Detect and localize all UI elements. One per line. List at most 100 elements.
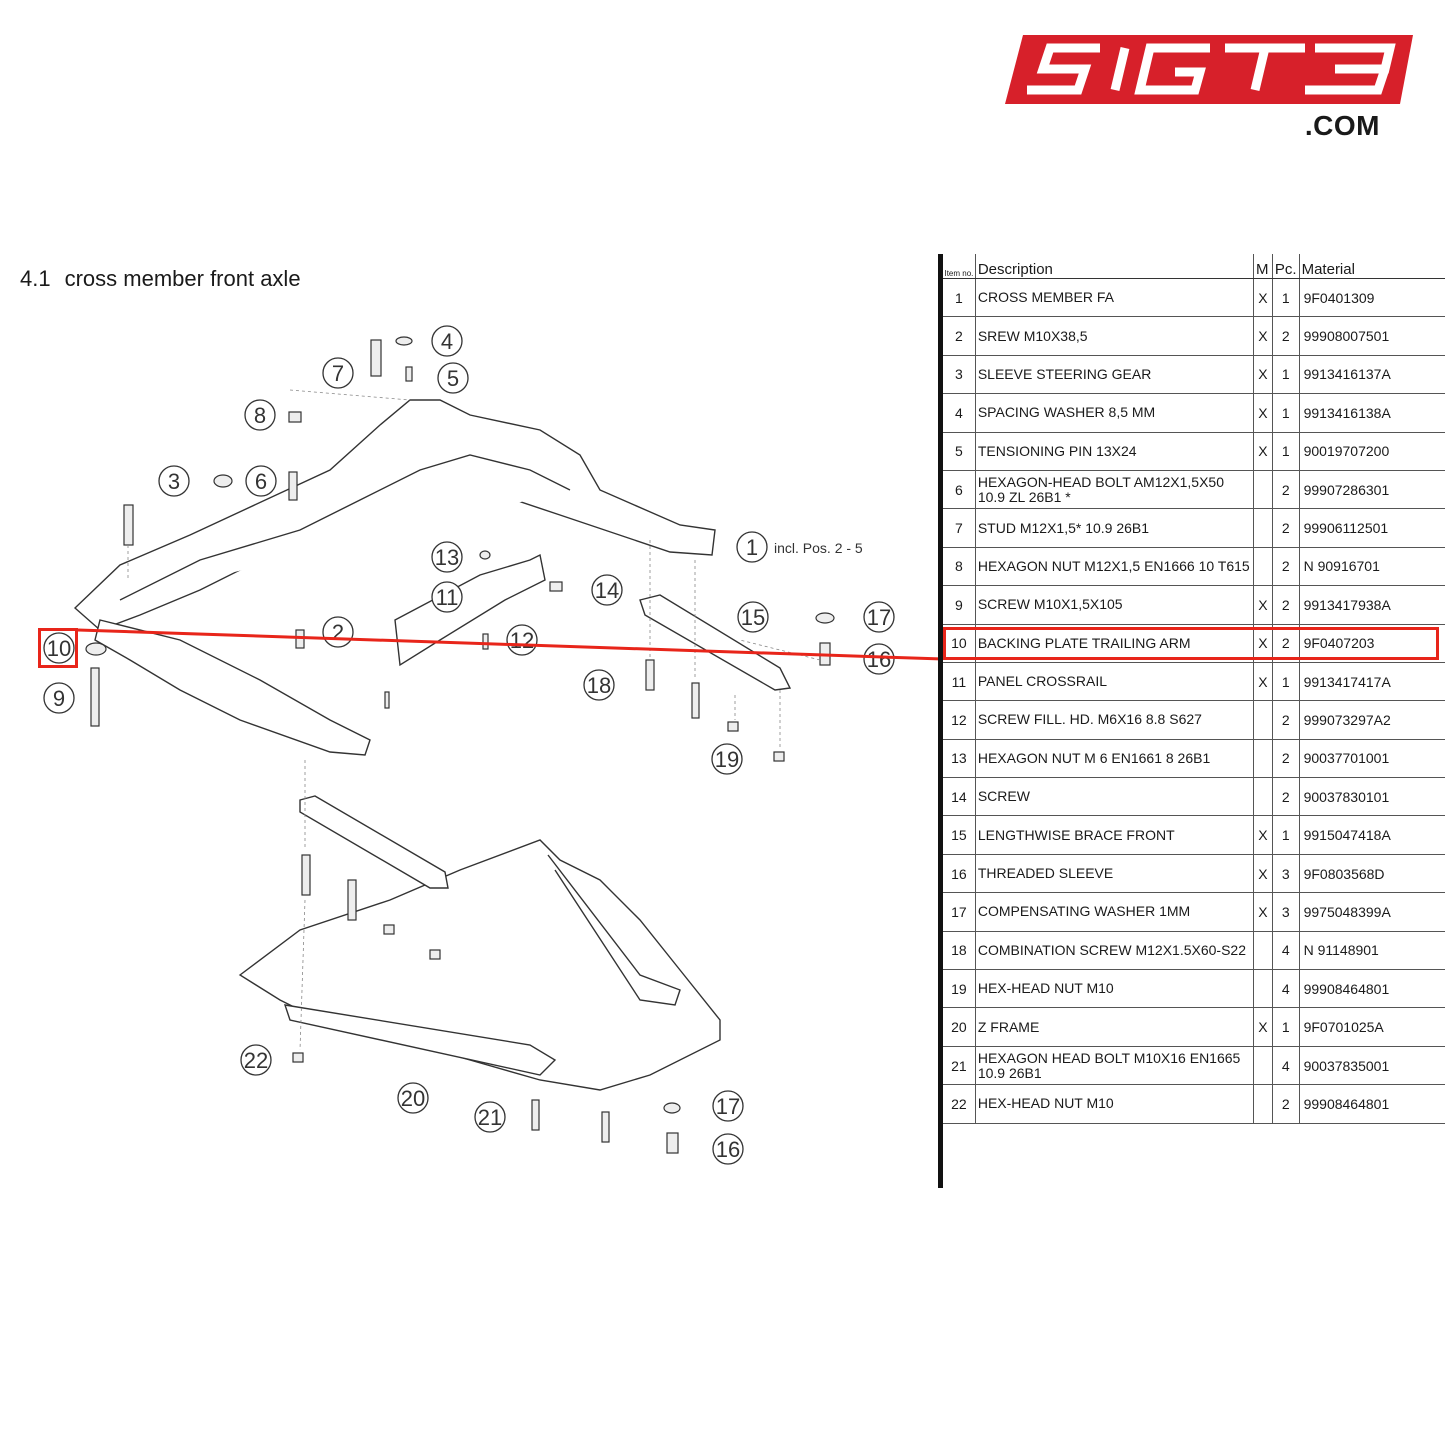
cell-m: X: [1253, 624, 1273, 663]
cell-pc: 4: [1272, 931, 1300, 971]
callout-14: 14: [591, 574, 623, 606]
callout-17: 17: [863, 601, 895, 633]
cell-item: 19: [943, 969, 976, 1009]
cell-pc: 3: [1272, 854, 1300, 894]
cell-description: HEXAGON-HEAD BOLT AM12X1,5X50 10.9 ZL 26…: [975, 470, 1254, 510]
cell-description: HEXAGON NUT M12X1,5 EN1666 10 T615: [975, 547, 1254, 587]
callout-16: 16: [863, 643, 895, 675]
svg-text:3: 3: [168, 469, 180, 494]
cell-material: 999073297A2: [1299, 700, 1445, 740]
cell-pc: 2: [1272, 316, 1300, 356]
svg-text:17: 17: [867, 605, 891, 630]
cell-item: 20: [943, 1007, 976, 1047]
callout-highlight-box: [38, 628, 78, 668]
cell-description: HEX-HEAD NUT M10: [975, 1084, 1254, 1124]
cell-description: SREW M10X38,5: [975, 316, 1254, 356]
brand-logo[interactable]: .COM: [1005, 32, 1420, 144]
cell-pc: 1: [1272, 815, 1300, 855]
cell-material: 99908464801: [1299, 1084, 1445, 1124]
svg-text:19: 19: [715, 747, 739, 772]
svg-text:10: 10: [47, 636, 71, 661]
svg-text:17: 17: [716, 1094, 740, 1119]
callout-13: 13: [431, 541, 463, 573]
cell-description: Z FRAME: [975, 1007, 1254, 1047]
svg-text:21: 21: [478, 1105, 502, 1130]
callout-15: 15: [737, 601, 769, 633]
svg-text:14: 14: [595, 578, 619, 603]
svg-text:22: 22: [244, 1048, 268, 1073]
cell-pc: 2: [1272, 508, 1300, 548]
cell-m: [1253, 739, 1273, 779]
cell-pc: 1: [1272, 278, 1300, 318]
cell-description: SLEEVE STEERING GEAR: [975, 355, 1254, 395]
cell-description: SCREW FILL. HD. M6X16 8.8 S627: [975, 700, 1254, 740]
cell-m: X: [1253, 393, 1273, 433]
svg-text:15: 15: [741, 605, 765, 630]
row-highlight-box: [943, 627, 1439, 660]
cell-description: STUD M12X1,5* 10.9 26B1: [975, 508, 1254, 548]
cell-m: [1253, 547, 1273, 587]
cell-description: HEXAGON HEAD BOLT M10X16 EN1665 10.9 26B…: [975, 1046, 1254, 1086]
cell-m: [1253, 1084, 1273, 1124]
cell-material: 9F0407203: [1299, 624, 1445, 663]
cell-pc: 2: [1272, 739, 1300, 779]
cell-material: 9913417417A: [1299, 662, 1445, 702]
cell-m: X: [1253, 355, 1273, 395]
cell-m: X: [1253, 1007, 1273, 1047]
cell-pc: 2: [1272, 547, 1300, 587]
svg-text:12: 12: [510, 628, 534, 653]
cell-material: 9F0401309: [1299, 278, 1445, 318]
logo-suffix: .COM: [1304, 110, 1380, 141]
svg-text:6: 6: [255, 469, 267, 494]
table-header-row: Item no. Description M Pc. Material: [943, 254, 1445, 279]
cell-description: COMBINATION SCREW M12X1.5X60-S22: [975, 931, 1254, 971]
cell-m: X: [1253, 278, 1273, 318]
cell-m: X: [1253, 432, 1273, 471]
cell-pc: 3: [1272, 892, 1300, 932]
cell-material: 9F0701025A: [1299, 1007, 1445, 1047]
cell-m: [1253, 931, 1273, 971]
callout-7: 7: [322, 357, 354, 389]
cell-material: 99908007501: [1299, 316, 1445, 356]
svg-text:5: 5: [447, 366, 459, 391]
cell-item: 13: [943, 739, 976, 779]
cell-description: SPACING WASHER 8,5 MM: [975, 393, 1254, 433]
cell-material: N 91148901: [1299, 931, 1445, 971]
header-item: Item no.: [943, 254, 976, 279]
section-number: 4.1: [20, 266, 51, 291]
callout-20: 20: [397, 1082, 429, 1114]
cell-description: PANEL CROSSRAIL: [975, 662, 1254, 702]
callout-1: 1: [736, 531, 768, 563]
cell-description: CROSS MEMBER FA: [975, 278, 1254, 318]
header-m: M: [1253, 254, 1273, 279]
svg-text:11: 11: [436, 585, 459, 610]
table-left-bar: [938, 254, 943, 1188]
cell-material: 9913416138A: [1299, 393, 1445, 433]
cell-item: 12: [943, 700, 976, 740]
cell-material: 9975048399A: [1299, 892, 1445, 932]
callout-12: 12: [506, 624, 538, 656]
